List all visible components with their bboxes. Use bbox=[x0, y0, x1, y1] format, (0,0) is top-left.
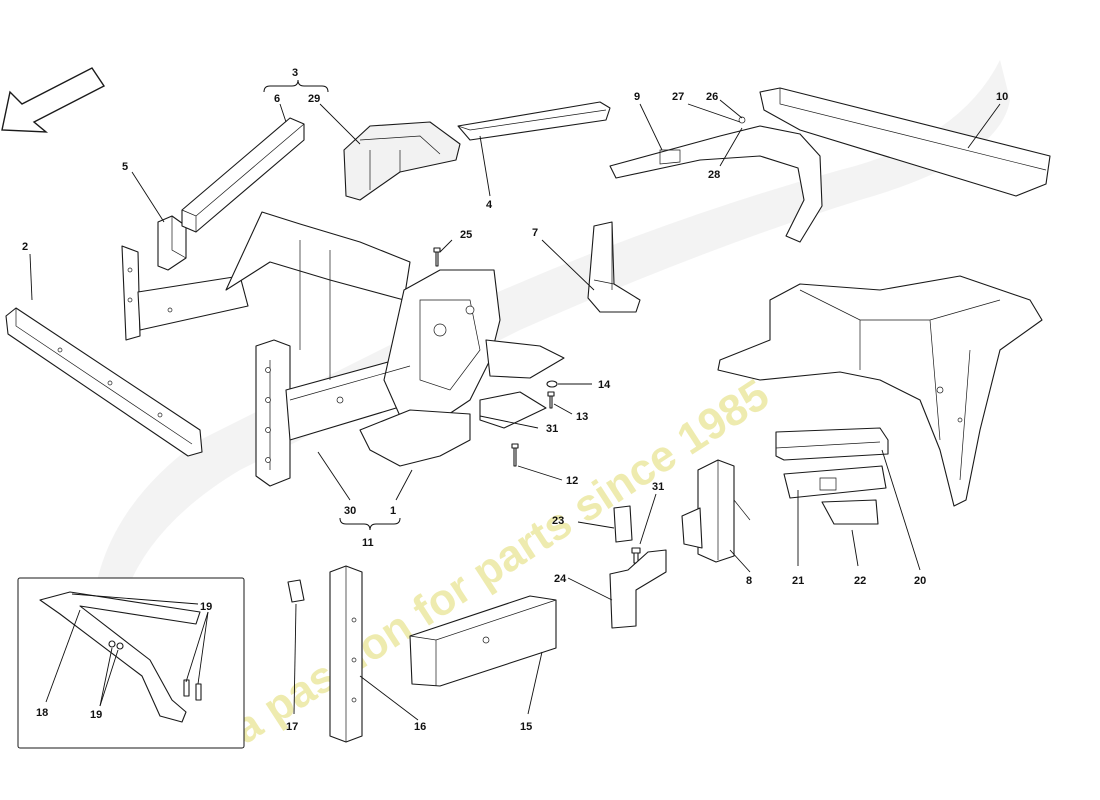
callout-10: 10 bbox=[996, 91, 1008, 103]
leader-lines bbox=[29, 99, 1001, 721]
callout-21: 21 bbox=[792, 575, 804, 587]
callout-22: 22 bbox=[854, 575, 866, 587]
callout-23: 23 bbox=[552, 515, 564, 527]
callout-18: 18 bbox=[36, 707, 48, 719]
callout-5: 5 bbox=[122, 161, 128, 173]
group-brace-11 bbox=[339, 517, 401, 531]
part-front-frame-assembly bbox=[121, 211, 565, 487]
callout-28: 28 bbox=[708, 169, 720, 181]
bolt-icon bbox=[183, 679, 190, 697]
part-block-23 bbox=[613, 505, 633, 543]
part-top-bar-4 bbox=[457, 101, 611, 141]
callout-6: 6 bbox=[274, 93, 280, 105]
callout-31-lower: 31 bbox=[652, 481, 664, 493]
callout-13: 13 bbox=[576, 411, 588, 423]
inset-detail bbox=[17, 577, 245, 749]
part-plate-21 bbox=[783, 465, 887, 499]
part-plate-22 bbox=[821, 499, 879, 525]
callout-26: 26 bbox=[706, 91, 718, 103]
bolt-icon bbox=[195, 683, 202, 701]
group-brace-3 bbox=[263, 79, 329, 93]
part-bracket-8 bbox=[681, 459, 751, 563]
washer-icon bbox=[546, 380, 558, 388]
callout-20: 20 bbox=[914, 575, 926, 587]
callout-1: 1 bbox=[390, 505, 396, 517]
direction-arrow-icon bbox=[1, 67, 106, 133]
callout-14: 14 bbox=[598, 379, 611, 391]
callout-30: 30 bbox=[344, 505, 356, 517]
part-bracket-5 bbox=[157, 215, 187, 271]
part-bracket-24 bbox=[609, 549, 667, 629]
part-box-15 bbox=[409, 595, 557, 687]
callout-12: 12 bbox=[566, 475, 578, 487]
callout-29: 29 bbox=[308, 93, 320, 105]
part-housing-29 bbox=[343, 121, 461, 201]
callout-4: 4 bbox=[486, 199, 493, 211]
bolt-icon bbox=[433, 247, 441, 267]
callout-2: 2 bbox=[22, 241, 28, 253]
part-rear-arm-9 bbox=[609, 116, 823, 243]
callout-17: 17 bbox=[286, 721, 298, 733]
part-mount-7 bbox=[587, 221, 641, 313]
bolt-icon bbox=[511, 443, 519, 467]
part-rear-chassis-section bbox=[717, 275, 1043, 507]
callout-16: 16 bbox=[414, 721, 426, 733]
callout-7: 7 bbox=[532, 227, 538, 239]
callout-27: 27 bbox=[672, 91, 684, 103]
callout-19-lower: 19 bbox=[90, 709, 102, 721]
callout-19-upper: 19 bbox=[200, 601, 212, 613]
callout-8: 8 bbox=[746, 575, 752, 587]
bolt-icon bbox=[108, 640, 124, 650]
callout-labels: 1 2 3 4 5 6 7 8 9 10 11 12 13 14 15 16 1… bbox=[22, 67, 1008, 733]
callout-25: 25 bbox=[460, 229, 472, 241]
callout-31-upper: 31 bbox=[546, 423, 558, 435]
callout-15: 15 bbox=[520, 721, 532, 733]
part-panel-20 bbox=[775, 427, 889, 461]
callout-11: 11 bbox=[362, 537, 374, 549]
callout-9: 9 bbox=[634, 91, 640, 103]
callout-24: 24 bbox=[554, 573, 567, 585]
bolt-icon bbox=[547, 391, 555, 409]
callout-3: 3 bbox=[292, 67, 298, 79]
part-upper-rail-6 bbox=[181, 117, 305, 233]
part-front-crossmember bbox=[5, 307, 203, 457]
part-rear-beam-10 bbox=[759, 87, 1051, 197]
part-pillar-16 bbox=[329, 565, 363, 743]
part-block-17 bbox=[287, 579, 305, 603]
